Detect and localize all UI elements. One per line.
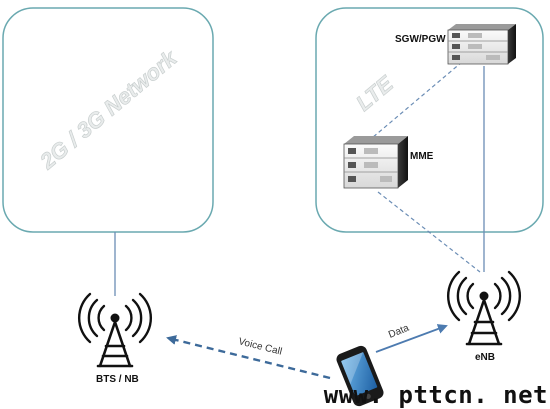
enb-label: eNB <box>475 352 495 363</box>
smartphone-icon <box>336 345 384 407</box>
sgw-mme-dashed-line <box>371 61 463 139</box>
bts-nb-label: BTS / NB <box>96 374 139 385</box>
sgw-pgw-label: SGW/PGW <box>395 34 446 45</box>
bts-tower-icon <box>77 292 153 368</box>
voice-call-label: Voice Call <box>237 336 283 357</box>
data-label: Data <box>387 323 411 341</box>
website-watermark: www. pttcn. net <box>323 381 548 409</box>
lte-label: LTE <box>351 70 399 116</box>
network-2g3g-label: 2G / 3G Network <box>34 44 182 174</box>
mme-enb-dashed-line <box>377 191 481 273</box>
sgw-pgw-server-icon <box>447 24 516 65</box>
enb-tower-icon <box>446 270 522 346</box>
mme-server-icon <box>343 136 408 189</box>
network-2g3g-box <box>2 7 214 233</box>
voice-call-arrow <box>166 335 331 380</box>
mme-label: MME <box>410 151 434 162</box>
data-arrow <box>375 324 448 353</box>
